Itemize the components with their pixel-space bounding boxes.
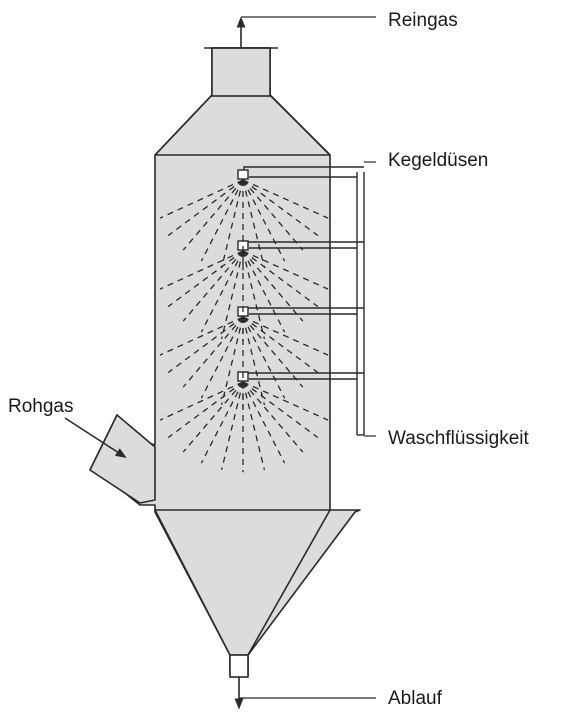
- spray-line: [242, 316, 266, 406]
- spray-line: [182, 250, 244, 322]
- spray-line: [242, 179, 286, 262]
- spray-line: [242, 179, 266, 269]
- wash-liquid-piping: [243, 166, 365, 436]
- spray-line: [220, 316, 244, 406]
- raw-gas-label: Rohgas: [8, 396, 74, 417]
- spray-line: [242, 250, 304, 322]
- spray-line: [242, 250, 286, 333]
- bottom-cone: [154, 509, 331, 656]
- spray-line: [242, 316, 329, 356]
- spray-line: [182, 179, 244, 251]
- nozzle-1: [237, 169, 249, 180]
- spray-line: [242, 250, 266, 340]
- spray-line: [242, 381, 286, 464]
- spray-line: [159, 179, 244, 219]
- cone-nozzles-label: Kegeldüsen: [388, 150, 489, 171]
- spray-line: [242, 381, 329, 421]
- spray-line: [200, 381, 244, 464]
- top-outlet-pipe: [211, 47, 271, 97]
- spray-line: [220, 250, 244, 340]
- spray-cones: [159, 179, 329, 473]
- spray-line: [242, 250, 329, 290]
- drain-label: Ablauf: [388, 688, 442, 709]
- spray-line: [242, 179, 329, 219]
- clean-gas-label: Reingas: [388, 10, 458, 31]
- spray-line: [242, 250, 319, 308]
- spray-line: [159, 381, 244, 421]
- spray-line: [182, 316, 244, 388]
- spray-line: [167, 316, 244, 374]
- spray-line: [242, 316, 304, 388]
- spray-line: [242, 381, 319, 439]
- spray-line: [200, 179, 244, 262]
- spray-line: [242, 316, 319, 374]
- top-cone-line: [154, 94, 213, 156]
- spray-line: [220, 381, 244, 471]
- spray-line: [167, 381, 244, 439]
- spray-line: [242, 381, 304, 453]
- spray-line: [200, 250, 244, 333]
- drain-pipe: [229, 654, 249, 678]
- spray-line: [159, 250, 244, 290]
- spray-line: [242, 179, 319, 237]
- raw-gas-inlet: [89, 414, 156, 504]
- raw-gas-arrow: [64, 417, 127, 459]
- spray-line: [182, 381, 244, 453]
- spray-line: [167, 250, 244, 308]
- spray-line: [200, 316, 244, 399]
- spray-line: [242, 381, 266, 471]
- spray-line: [167, 179, 244, 237]
- spray-line: [159, 316, 244, 356]
- wash-liquid-label: Waschflüssigkeit: [388, 428, 529, 449]
- spray-line: [242, 179, 304, 251]
- spray-line: [242, 316, 286, 399]
- spray-line: [220, 179, 244, 269]
